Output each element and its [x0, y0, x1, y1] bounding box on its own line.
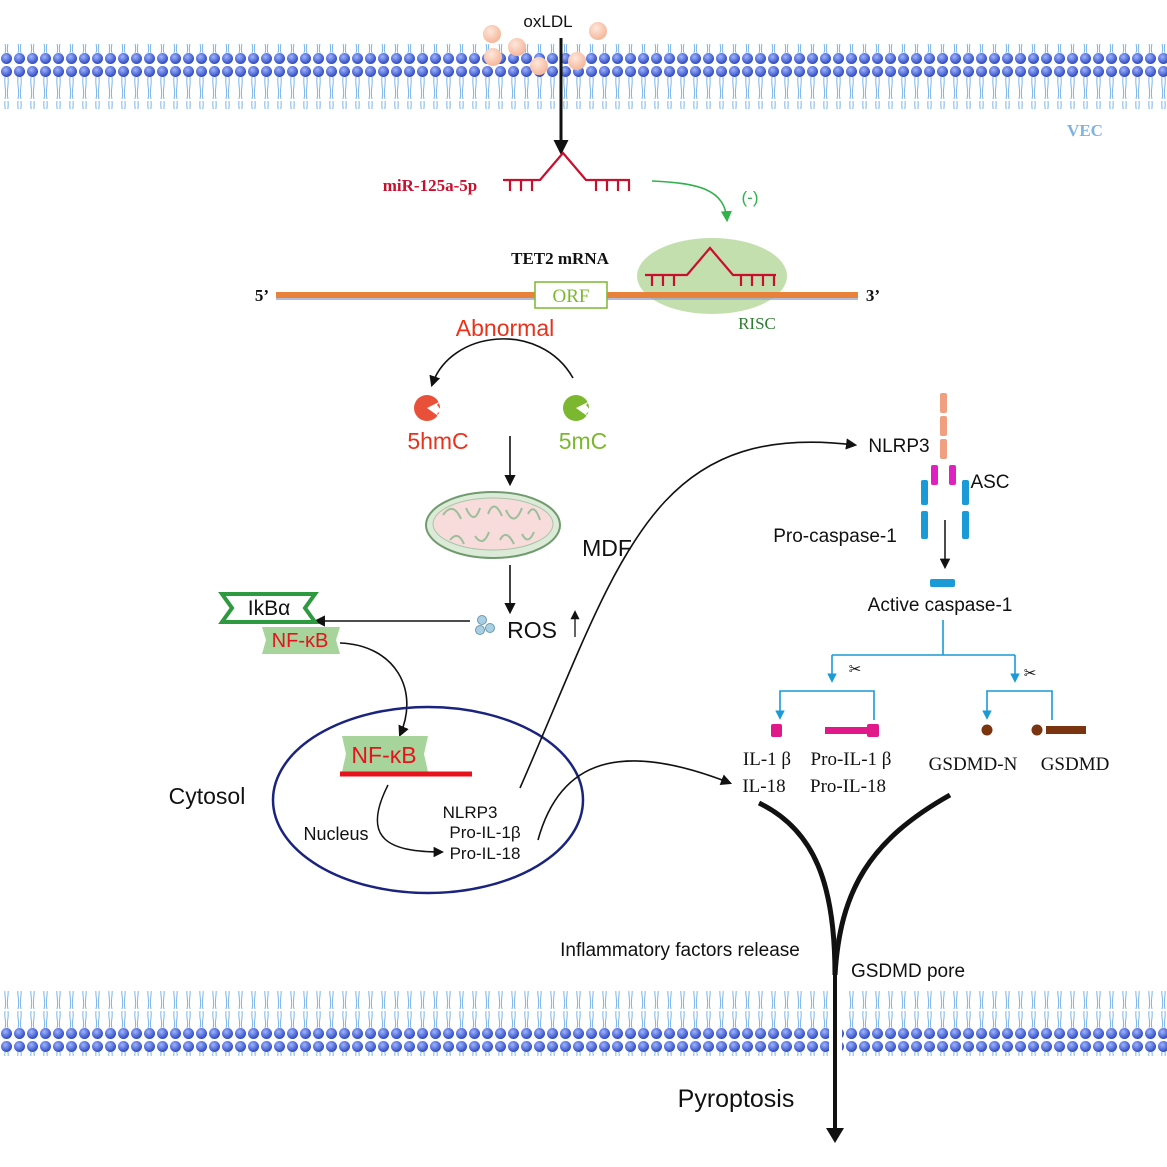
hmc-label: 5hmC	[407, 428, 468, 454]
procaspase-bars	[921, 480, 969, 539]
ros-droplets-icon	[475, 615, 495, 635]
nuc-proil18-label: Pro-IL-18	[450, 844, 521, 863]
five-prime-label: 5’	[255, 286, 269, 305]
hmc-icon	[414, 395, 441, 421]
methylation-arrow	[429, 338, 574, 388]
ikba-box	[218, 592, 319, 624]
mirna-icon	[503, 151, 631, 191]
nfkb-cyto-box	[262, 627, 340, 654]
vec-label: VEC	[1067, 121, 1103, 140]
gsdmdn-dot	[981, 724, 993, 736]
activecasp1-label: Active caspase-1	[868, 595, 1013, 616]
inhibition-arrow	[651, 180, 732, 223]
cytosol-label: Cytosol	[169, 783, 246, 809]
inhibit-label: (-)	[742, 188, 759, 207]
asc-bars	[931, 465, 956, 485]
three-prime-label: 3’	[866, 286, 880, 305]
pore-label: GSDMD pore	[851, 961, 965, 982]
proil1b-label: Pro-IL-1 β	[811, 749, 892, 770]
mc-label: 5mC	[559, 428, 608, 454]
proil18-label: Pro-IL-18	[810, 776, 886, 797]
ikba-label: IkBα	[248, 597, 290, 620]
il18-label: IL-18	[742, 776, 785, 797]
scissors-icon: ✂	[849, 661, 862, 678]
nlrp3-bars	[940, 393, 947, 459]
oxldl-label: oxLDL	[523, 12, 572, 31]
procasp1-label: Pro-caspase-1	[773, 526, 897, 547]
mitochondrion-icon	[425, 491, 561, 559]
nfkb-nuc-label: NF-κB	[351, 742, 416, 768]
lipid-bilayer-bottom	[0, 991, 1167, 1056]
nuc-proil1b-label: Pro-IL-1β	[449, 823, 520, 842]
gsdmd-bar	[1046, 726, 1086, 734]
convergence-right	[832, 792, 952, 976]
scissors-icon-2: ✂	[1024, 665, 1037, 682]
lipid-bilayer-top	[0, 44, 1167, 109]
gsdmdn-label: GSDMD-N	[929, 754, 1018, 775]
orf-box	[534, 281, 608, 309]
gsdmd-dot	[1031, 724, 1043, 736]
pyroptosis-label: Pyroptosis	[678, 1085, 795, 1113]
proil-bar	[825, 727, 869, 734]
abnormal-label: Abnormal	[456, 315, 554, 341]
convergence-left	[757, 800, 838, 976]
inflammatory-label: Inflammatory factors release	[560, 940, 800, 961]
pro-il-expression-arrow	[537, 760, 733, 841]
gsdmd-label: GSDMD	[1041, 754, 1110, 775]
mirna-label: miR-125a-5p	[383, 176, 477, 195]
nfkb-cyto-label: NF-κB	[272, 630, 329, 652]
mdf-label: MDF	[582, 535, 632, 561]
il1b-bar	[771, 724, 782, 737]
nuc-nlrp3-label: NLRP3	[443, 803, 498, 822]
il1b-label: IL-1 β	[743, 749, 791, 770]
asc-label: ASC	[970, 472, 1009, 493]
nlrp3-label: NLRP3	[868, 436, 929, 457]
nucleus-label: Nucleus	[303, 824, 368, 844]
nfkb-nuc-box	[342, 736, 428, 772]
oxldl-particles	[483, 22, 607, 75]
mirna-bound-icon	[645, 246, 776, 286]
nfkb-translocation-arrow	[339, 642, 409, 738]
mc-icon	[563, 395, 590, 421]
tet2-label: TET2 mRNA	[511, 249, 609, 268]
active-casp-bar	[930, 579, 955, 587]
ros-label: ROS	[507, 617, 557, 643]
transcription-arrow	[376, 784, 445, 858]
orf-label: ORF	[553, 286, 590, 307]
nucleus-outline	[271, 705, 585, 895]
risc-label: RISC	[738, 314, 776, 333]
nlrp3-expression-arrow	[519, 438, 858, 789]
cleavage-tree	[775, 620, 1053, 720]
